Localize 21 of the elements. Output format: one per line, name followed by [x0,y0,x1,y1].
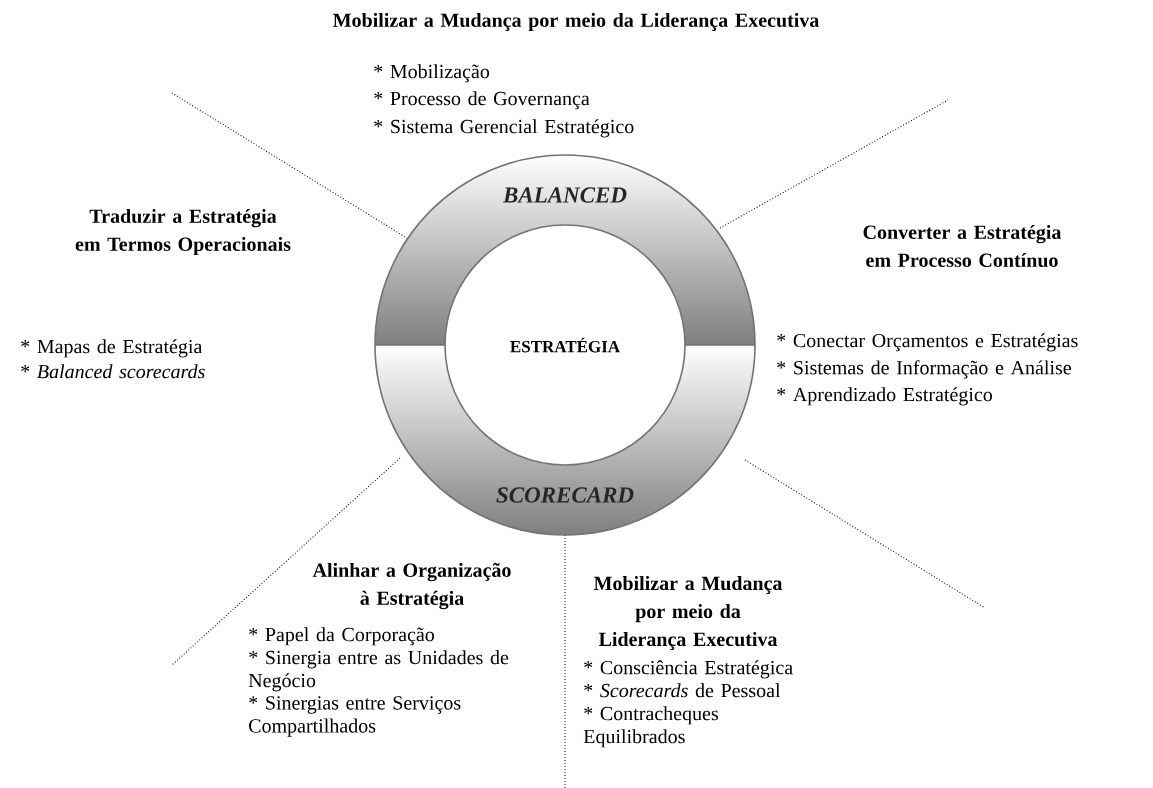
ring-label: SCORECARD [496,487,634,503]
section-heading: Converter a Estratégia em Processo Contínuo [863,224,1062,268]
section-heading: Mobilizar a Mudança por meio da Liderança Executiva [593,576,783,650]
list-item: * Sinergia entre as Unidades de Negócio [248,650,509,692]
section-heading: Traduzir a Estratégia em Termos Operacionais [75,208,291,256]
list-item: *Scorecards de Pessoal [584,683,781,698]
list-item: * Sistemas de Informação e Análise [777,360,1071,379]
ring-label: BALANCED [502,187,627,203]
list-item: * Mapas de Estratégia [21,339,203,358]
list-item: *Balanced scorecards [21,364,205,379]
section-heading: Alinhar a Organização à Estratégia [312,562,511,610]
list-item: * Sistema Gerencial Estratégico [374,119,634,138]
list-item: * Processo de Governança [374,91,590,110]
list-item: * Aprendizado Estratégico [777,387,993,406]
list-item: * Consciência Estratégica [584,660,793,679]
list-item: * Conectar Orçamentos e Estratégias [777,333,1078,352]
section-heading: Mobilizar a Mudança por meio da Liderança Executiva [333,12,820,32]
list-item: * Mobilização [374,64,490,83]
list-item: * Contracheques Equilibrados [583,706,718,748]
list-item: * Papel da Corporação [249,627,435,646]
list-item: * Sinergias entre Serviços Compartilhados [249,696,461,737]
